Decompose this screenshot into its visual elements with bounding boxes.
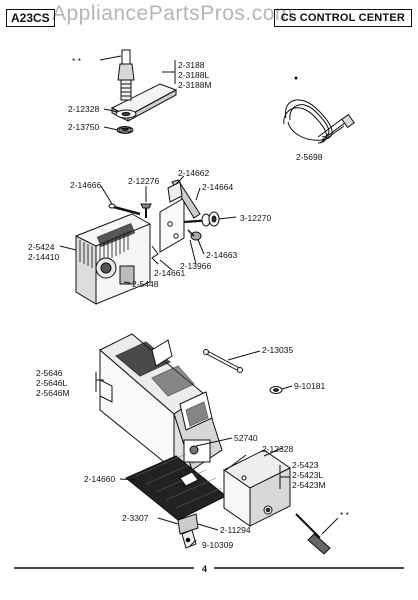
wire-harness [283, 76, 355, 144]
callout-text: 2-3188L [178, 70, 210, 80]
callout-2-3188: 2-3188 2-3188L 2-3188M [178, 60, 212, 90]
callout-text: 2-5646 [36, 368, 63, 378]
callout-text: 2-5423 [292, 460, 319, 470]
callout-stars-bottom: * * [340, 510, 349, 520]
callout-2-11294: 2-11294 [220, 525, 251, 535]
callout-2-14663: 2-14663 [206, 250, 238, 260]
callout-text: 2-5646L [36, 378, 68, 388]
callout-2-13966: 2-13966 [180, 261, 212, 271]
callout-2-12328-top: 2-12328 [68, 104, 100, 114]
callout-text: 2-3188 [178, 60, 205, 70]
callout-2-14664: 2-14664 [202, 182, 234, 192]
probe-cord [295, 513, 331, 555]
callout-2-13035: 2-13035 [262, 345, 294, 355]
latch-part [177, 513, 199, 549]
callout-text: 2-3188M [178, 80, 212, 90]
rod-part [203, 349, 243, 373]
callout-text: 2-5646M [36, 388, 70, 398]
model-label: A23CS [6, 9, 55, 27]
callout-text: 2-14410 [28, 252, 60, 262]
callout-2-5448: 2-5448 [132, 279, 159, 289]
callout-3-12270: 3-12270 [240, 213, 272, 223]
callout-2-14660: 2-14660 [84, 474, 116, 484]
callout-text: 2-5423L [292, 470, 324, 480]
knob-bracket-assembly [110, 49, 178, 134]
callout-2-14666: 2-14666 [70, 180, 102, 190]
watermark: AppliancePartsPros.com [52, 2, 293, 25]
callout-stars-top: * * [72, 56, 81, 66]
callout-text: 2-5423M [292, 480, 326, 490]
callout-text: 2-5424 [28, 242, 55, 252]
callout-52740: 52740 [234, 433, 258, 443]
callout-2-3307: 2-3307 [122, 513, 149, 523]
timer-assembly [75, 179, 220, 305]
callout-9-10309: 9-10309 [202, 540, 234, 550]
callout-2-12276: 2-12276 [128, 176, 160, 186]
callout-2-5423: 2-5423 2-5423L 2-5423M [292, 460, 326, 490]
page-number: 4 [202, 564, 208, 574]
callout-2-5646: 2-5646 2-5646L 2-5646M [36, 368, 70, 398]
callout-2-14661: 2-14661 [154, 268, 186, 278]
callout-2-12328-bottom: 2-12328 [262, 444, 294, 454]
callout-2-5698: 2-5698 [296, 152, 323, 162]
callout-2-5424: 2-5424 2-14410 [28, 242, 59, 262]
control-box-housing [99, 333, 223, 472]
section-title: CS CONTROL CENTER [273, 9, 412, 27]
washer-part [269, 386, 283, 394]
callout-9-10181: 9-10181 [294, 381, 326, 391]
gasket-sheet [125, 453, 227, 521]
callout-2-14662: 2-14662 [178, 168, 210, 178]
callout-2-13750: 2-13750 [68, 122, 100, 132]
